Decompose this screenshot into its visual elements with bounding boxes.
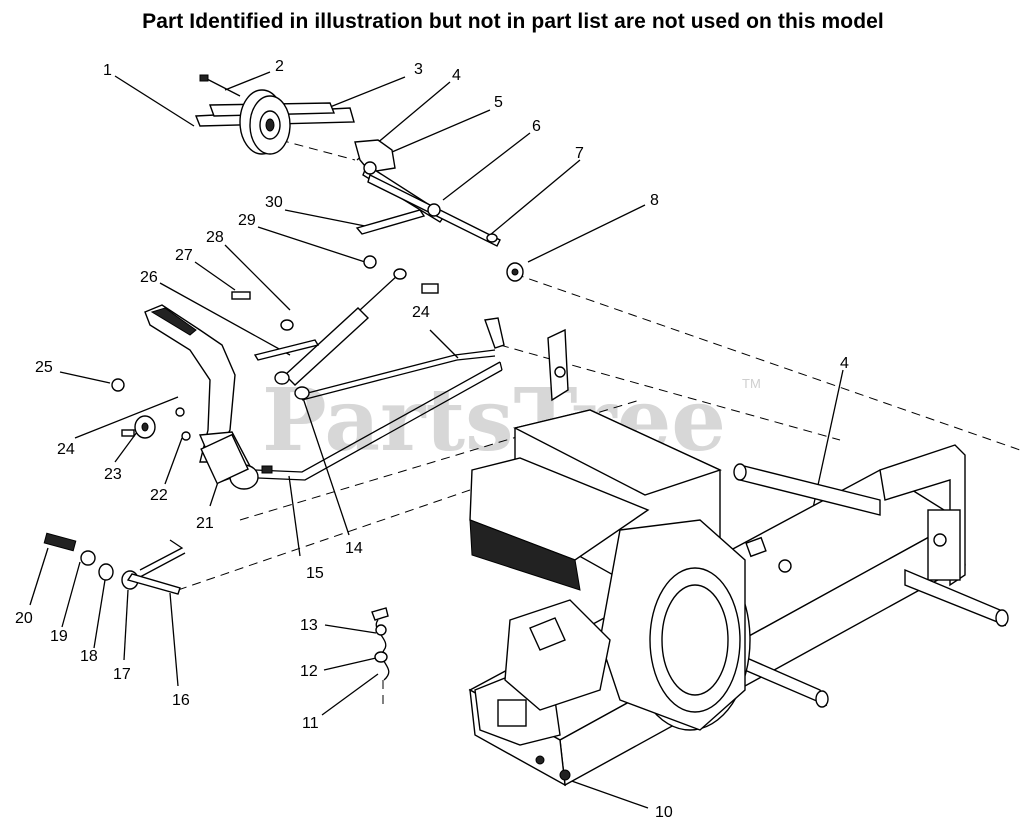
- callout-29: 29: [238, 212, 256, 229]
- callout-17: 17: [113, 666, 131, 683]
- callout-12: 12: [300, 663, 318, 680]
- brake-rod: [43, 532, 186, 595]
- callout-19: 19: [50, 628, 68, 645]
- callout-15: 15: [306, 565, 324, 582]
- callout-23: 23: [104, 466, 122, 483]
- callout-3: 3: [414, 61, 423, 78]
- leader-lines: [29, 71, 844, 809]
- gas-spring: [253, 268, 407, 386]
- callout-14: 14: [345, 540, 363, 557]
- callout-4-frame: 4: [840, 355, 849, 372]
- callout-8: 8: [650, 192, 659, 209]
- callout-4: 4: [452, 67, 461, 84]
- callout-24-upper: 24: [412, 304, 430, 321]
- callout-1: 1: [103, 62, 112, 79]
- callout-labels: 1 2 3 4 5 6 7 8 30 29 28 27 26 24 25 24 …: [15, 58, 849, 821]
- callout-30: 30: [265, 194, 283, 211]
- callout-26: 26: [140, 269, 158, 286]
- idler-pulley: [194, 74, 355, 155]
- small-hardware-upper: [231, 255, 524, 331]
- callout-25: 25: [35, 359, 53, 376]
- callout-18: 18: [80, 648, 98, 665]
- callout-6: 6: [532, 118, 541, 135]
- clutch-pedal: [144, 304, 569, 490]
- callout-7: 7: [575, 145, 584, 162]
- idler-bracket: [354, 139, 501, 247]
- callout-10: 10: [655, 804, 673, 821]
- callout-27: 27: [175, 247, 193, 264]
- small-hardware-pedal: [111, 378, 310, 441]
- callout-22: 22: [150, 487, 168, 504]
- watermark-trademark: TM: [742, 376, 761, 391]
- callout-5: 5: [494, 94, 503, 111]
- callout-21: 21: [196, 515, 214, 532]
- callout-13: 13: [300, 617, 318, 634]
- callout-24-lower: 24: [57, 441, 75, 458]
- callout-20: 20: [15, 610, 33, 627]
- callout-28: 28: [206, 229, 224, 246]
- callout-16: 16: [172, 692, 190, 709]
- callout-2: 2: [275, 58, 284, 75]
- callout-11: 11: [302, 715, 319, 732]
- diagram-notice: Part Identified in illustration but not …: [142, 10, 884, 33]
- tractor-frame: [468, 409, 1009, 787]
- pin-clip: [371, 607, 390, 681]
